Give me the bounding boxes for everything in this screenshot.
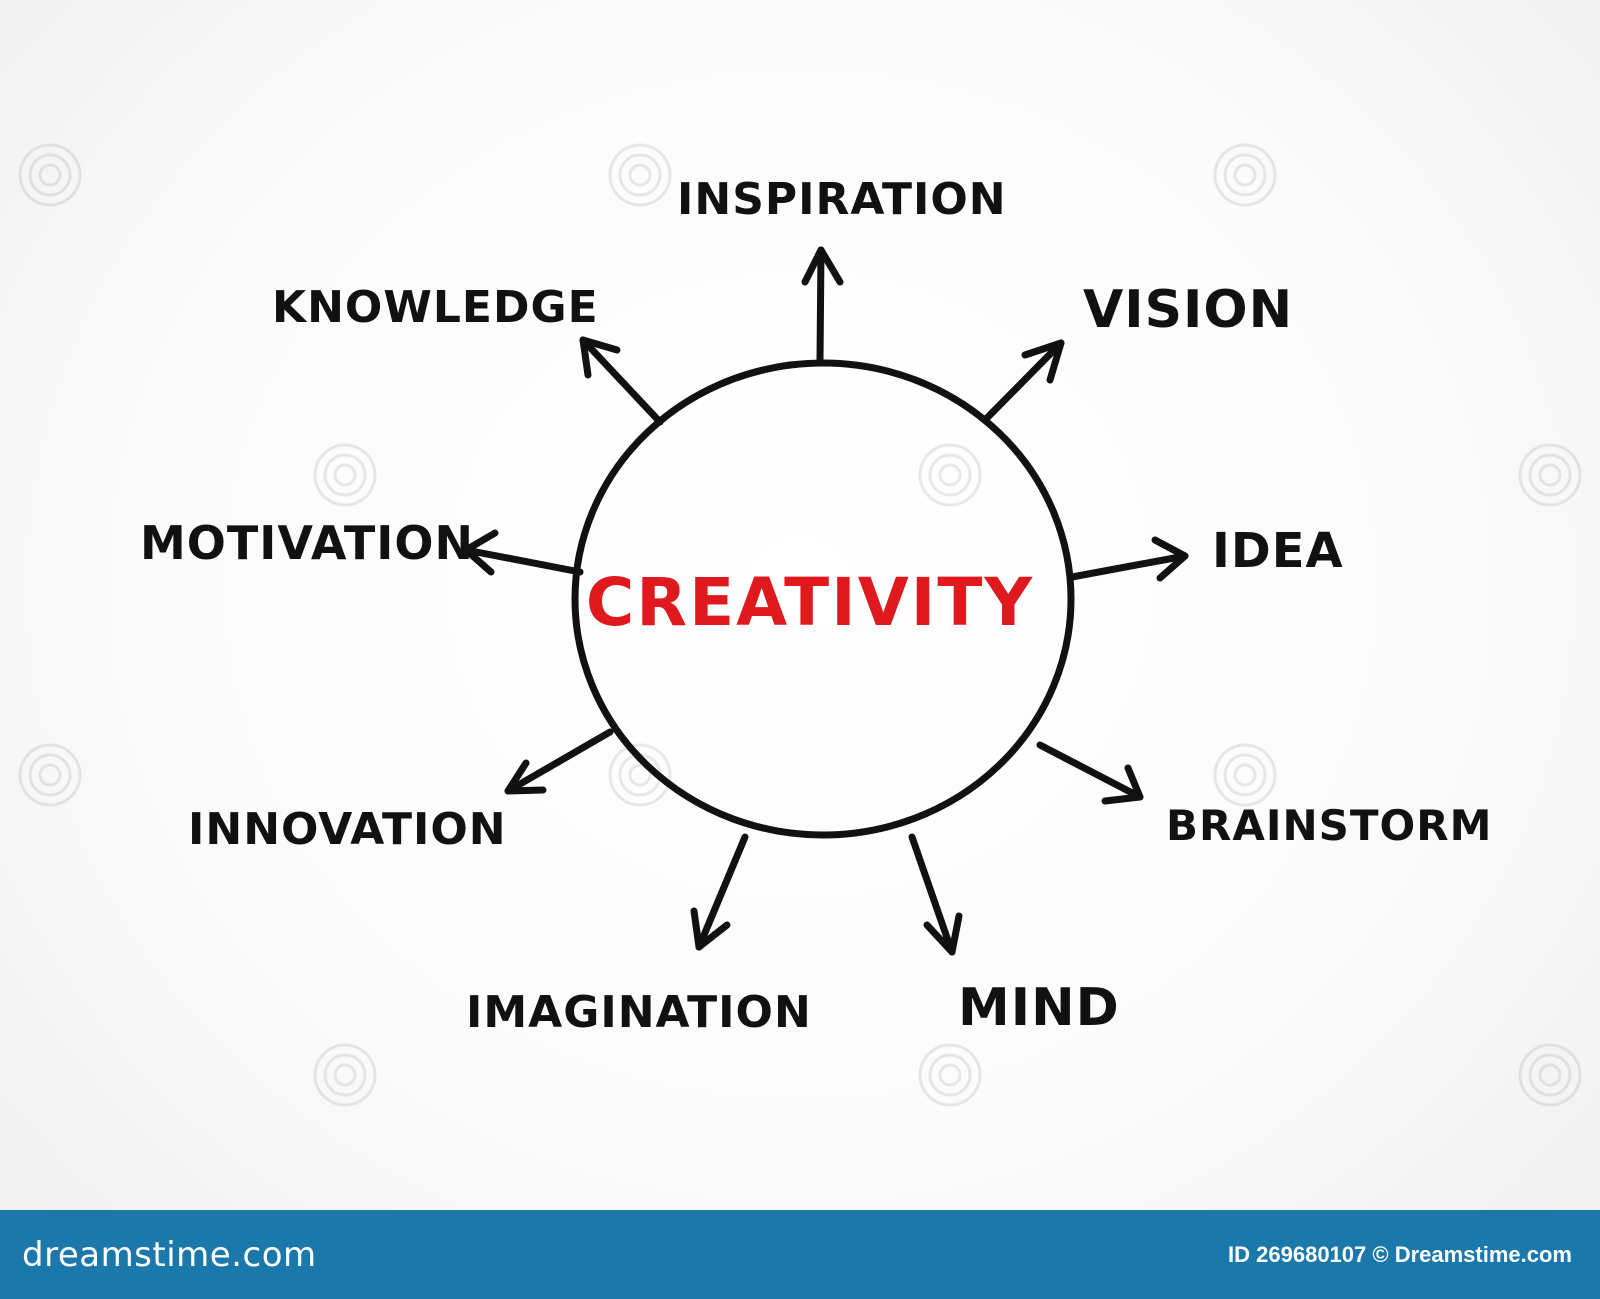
branch-label-knowledge: KNOWLEDGE [272,282,599,333]
watermark-swirl-icon [1518,443,1582,507]
branch-label-mind: MIND [958,978,1120,1038]
arrow-innovation [504,728,614,795]
center-label: CREATIVITY [585,564,1035,641]
branch-label-vision: VISION [1083,280,1294,340]
footer-image-id: ID 269680107 © Dreamstime.com [1228,1241,1572,1267]
arrow-brainstorm [1036,741,1144,805]
watermark-swirl-icon [1518,1043,1582,1107]
footer-logo: dreamstime.com [22,1234,317,1275]
arrow-vision [981,339,1065,424]
branch-label-inspiration: INSPIRATION [677,174,1007,225]
watermark-swirl-icon [1213,743,1277,807]
watermark-swirl-icon [18,143,82,207]
arrow-inspiration [801,246,844,364]
watermark-swirl-icon [313,443,377,507]
branch-label-idea: IDEA [1212,523,1344,579]
mind-map-diagram [462,246,1189,956]
branch-label-innovation: INNOVATION [188,804,507,855]
branch-label-motivation: MOTIVATION [140,516,474,570]
watermark-swirl-icon [1213,143,1277,207]
watermark-swirl-icon [18,743,82,807]
watermark-swirl-icon [918,443,982,507]
watermark-swirl-icon [313,1043,377,1107]
arrow-knowledge [579,336,664,426]
branch-label-brainstorm: BRAINSTORM [1166,801,1493,850]
branch-label-imagination: IMAGINATION [466,987,812,1038]
arrow-mind [908,833,963,956]
arrow-motivation [462,529,584,576]
arrow-imagination [690,833,749,951]
arrow-idea [1068,536,1189,582]
footer-bar: dreamstime.com ID 269680107 © Dreamstime… [0,1210,1600,1299]
center-circle [571,359,1075,839]
watermark-swirl-icon [918,1043,982,1107]
watermark-swirl-icon [608,143,672,207]
